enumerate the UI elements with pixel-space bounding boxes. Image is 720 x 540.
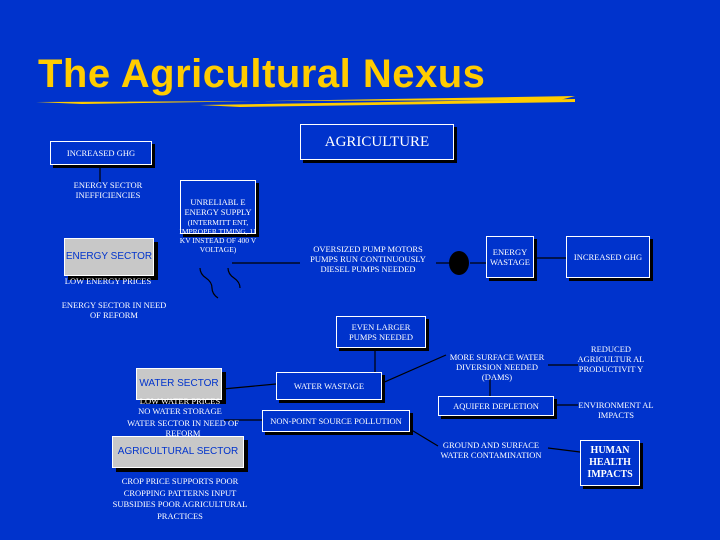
low-water-prices: LOW WATER PRICES	[139, 396, 221, 406]
ground-surface-contamination: GROUND AND SURFACE WATER CONTAMINATION	[440, 440, 542, 460]
non-point-pollution-label: NON-POINT SOURCE POLLUTION	[270, 416, 402, 426]
page-title: The Agricultural Nexus	[38, 52, 486, 96]
no-water-storage: NO WATER STORAGE	[138, 406, 222, 416]
unreliable-supply-box: UNRELIABL E ENERGY SUPPLY	[180, 180, 256, 234]
agricultural-list: CROP PRICE SUPPORTS POOR CROPPING PATTER…	[112, 476, 248, 521]
human-health-box: HUMAN HEALTH IMPACTS	[580, 440, 640, 486]
aquifer-depletion-box: AQUIFER DEPLETION	[438, 396, 554, 416]
even-larger-pumps-box: EVEN LARGER PUMPS NEEDED	[336, 316, 426, 348]
non-point-pollution-box: NON-POINT SOURCE POLLUTION	[262, 410, 410, 432]
increased-ghg-right-label: INCREASED GHG	[573, 252, 643, 262]
energy-wastage-label: ENERGY WASTAGE	[490, 247, 530, 267]
energy-sector-inefficiencies: ENERGY SECTOR INEFFICIENCIES	[73, 180, 143, 200]
water-sector-label: WATER SECTOR	[139, 378, 219, 389]
increased-ghg-top-label: INCREASED GHG	[66, 148, 136, 158]
energy-wastage-box: ENERGY WASTAGE	[486, 236, 534, 278]
water-wastage-label: WATER WASTAGE	[293, 381, 365, 391]
water-sector-reform: WATER SECTOR IN NEED OF REFORM	[127, 418, 239, 438]
environment-impacts: ENVIRONMENT AL IMPACTS	[578, 400, 654, 420]
human-health-label: HUMAN HEALTH IMPACTS	[587, 445, 633, 480]
agriculture-label: AGRICULTURE	[324, 133, 430, 150]
intermittent-note: (INTERMITT ENT, IMPROPER TIMING, 11 KV I…	[179, 218, 257, 254]
agriculture-box: AGRICULTURE	[300, 124, 454, 160]
agricultural-sector-label: AGRICULTURAL SECTOR	[117, 446, 239, 457]
energy-sector-box: ENERGY SECTOR	[64, 238, 154, 276]
energy-sector-label: ENERGY SECTOR	[65, 251, 153, 262]
agricultural-sector-box: AGRICULTURAL SECTOR	[112, 436, 244, 468]
water-wastage-box: WATER WASTAGE	[276, 372, 382, 400]
title-underline	[36, 96, 575, 107]
unreliable-supply-label: UNRELIABL E ENERGY SUPPLY	[184, 197, 252, 217]
reduced-productivity: REDUCED AGRICULTUR AL PRODUCTIVIT Y	[577, 344, 645, 374]
increased-ghg-box-top: INCREASED GHG	[50, 141, 152, 165]
even-larger-pumps-label: EVEN LARGER PUMPS NEEDED	[349, 322, 413, 342]
low-energy-prices: LOW ENERGY PRICES	[64, 276, 152, 286]
energy-sector-reform: ENERGY SECTOR IN NEED OF REFORM	[61, 300, 167, 320]
more-surface-water: MORE SURFACE WATER DIVERSION NEEDED (DAM…	[449, 352, 545, 382]
water-sector-box: WATER SECTOR	[136, 368, 222, 400]
increased-ghg-box-right: INCREASED GHG	[566, 236, 650, 278]
oversized-pumps: OVERSIZED PUMP MOTORS PUMPS RUN CONTINUO…	[310, 244, 426, 274]
aquifer-depletion-label: AQUIFER DEPLETION	[453, 401, 539, 411]
